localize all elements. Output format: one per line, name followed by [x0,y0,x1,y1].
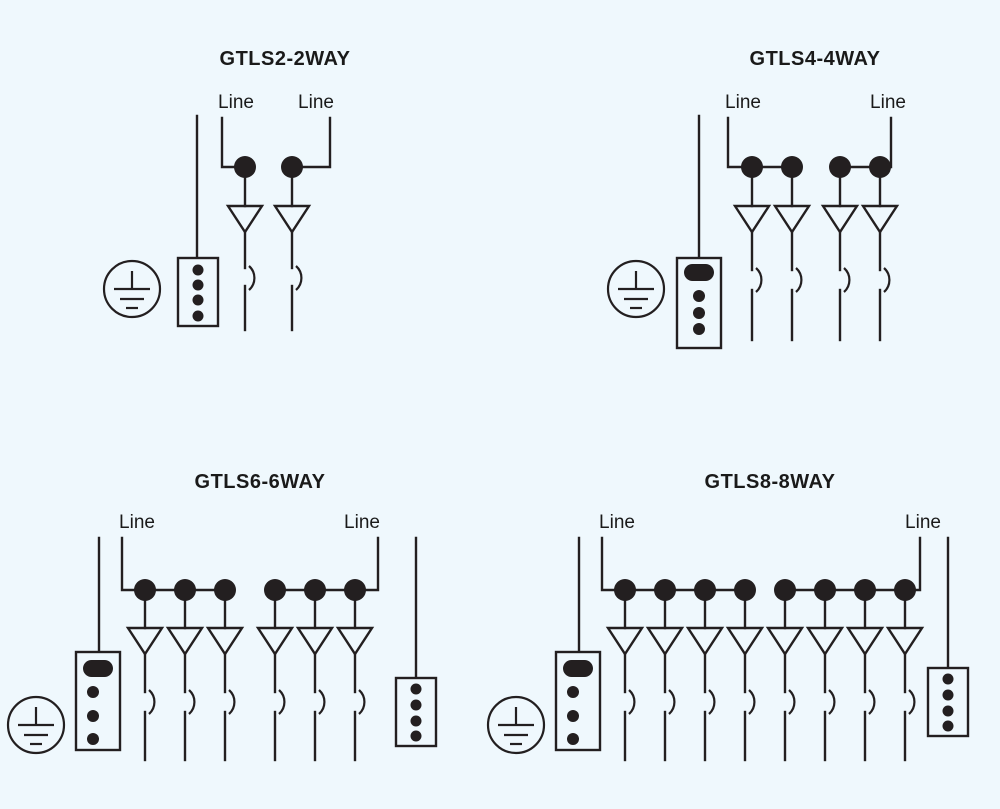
disconnect-switch-arc-icon [628,689,636,715]
disconnect-switch-arc-icon [755,267,763,293]
surge-arrester-triangle-icon [605,626,645,657]
terminal-node-dot [741,156,763,178]
surge-arrester-triangle-icon [805,626,845,657]
surge-arrester-triangle-icon [272,204,312,235]
disconnect-switch-arc-icon [248,265,256,291]
surge-arrester-triangle-icon [685,626,725,657]
terminal-node-dot [234,156,256,178]
diagram-gtls2: GTLS2-2WAY Line Line [0,0,500,405]
diagram-gtls6: GTLS6-6WAY Line Line [0,460,500,809]
terminal-node-dot [654,579,676,601]
surge-arrester-triangle-icon [732,204,772,235]
terminal-node-dot [814,579,836,601]
line-label-left: Line [119,512,155,533]
disconnect-switch-arc-icon [708,689,716,715]
disconnect-switch-arc-icon [843,267,851,293]
terminal-node-dot [894,579,916,601]
disconnect-switch-arc-icon [358,689,366,715]
disconnect-switch-arc-icon [278,689,286,715]
diagram-title: GTLS8-8WAY [705,471,836,493]
line-label-right: Line [905,512,941,533]
surge-arrester-triangle-icon [335,626,375,657]
line-label-left: Line [218,92,254,113]
surge-arrester-triangle-icon [205,626,245,657]
surge-arrester-triangle-icon [165,626,205,657]
terminal-node-dot [281,156,303,178]
terminal-block-left [675,256,723,350]
earth-ground-icon [102,259,162,319]
surge-arrester-triangle-icon [765,626,805,657]
terminal-node-dot [174,579,196,601]
diagram-title: GTLS6-6WAY [195,471,326,493]
surge-arrester-triangle-icon [295,626,335,657]
surge-arrester-triangle-icon [645,626,685,657]
surge-arrester-triangle-icon [225,204,265,235]
line-label-right: Line [298,92,334,113]
terminal-node-dot [344,579,366,601]
disconnect-switch-arc-icon [318,689,326,715]
disconnect-switch-arc-icon [188,689,196,715]
surge-arrester-triangle-icon [885,626,925,657]
surge-arrester-triangle-icon [820,204,860,235]
disconnect-switch-arc-icon [828,689,836,715]
disconnect-switch-arc-icon [748,689,756,715]
disconnect-switch-arc-icon [868,689,876,715]
terminal-node-dot [694,579,716,601]
line-label-left: Line [725,92,761,113]
terminal-node-dot [854,579,876,601]
line-label-left: Line [599,512,635,533]
terminal-block-right [926,666,970,738]
earth-ground-icon [486,695,546,755]
surge-arrester-triangle-icon [860,204,900,235]
terminal-node-dot [869,156,891,178]
diagram-title: GTLS2-2WAY [220,48,351,70]
surge-arrester-triangle-icon [772,204,812,235]
line-label-right: Line [870,92,906,113]
terminal-block-left [554,650,602,752]
terminal-node-dot [774,579,796,601]
line-feed-right [290,116,332,169]
terminal-node-dot [304,579,326,601]
terminal-node-dot [134,579,156,601]
surge-arrester-triangle-icon [725,626,765,657]
diagram-gtls8: GTLS8-8WAY Line Line [480,460,1000,809]
surge-arrester-triangle-icon [125,626,165,657]
terminal-block-left [176,256,220,328]
line-label-right: Line [344,512,380,533]
diagram-title: GTLS4-4WAY [750,48,881,70]
terminal-node-dot [781,156,803,178]
terminal-node-dot [264,579,286,601]
disconnect-switch-arc-icon [788,689,796,715]
surge-arrester-triangle-icon [845,626,885,657]
earth-ground-icon [606,259,666,319]
surge-arrester-triangle-icon [255,626,295,657]
disconnect-switch-arc-icon [908,689,916,715]
terminal-block-left [74,650,122,752]
terminal-node-dot [614,579,636,601]
diagram-gtls4: GTLS4-4WAY Line Line [500,0,1000,405]
terminal-node-dot [829,156,851,178]
earth-ground-icon [6,695,66,755]
terminal-node-dot [214,579,236,601]
disconnect-switch-arc-icon [295,265,303,291]
disconnect-switch-arc-icon [148,689,156,715]
terminal-node-dot [734,579,756,601]
disconnect-switch-arc-icon [668,689,676,715]
terminal-block-right [394,676,438,748]
disconnect-switch-arc-icon [795,267,803,293]
disconnect-switch-arc-icon [883,267,891,293]
disconnect-switch-arc-icon [228,689,236,715]
